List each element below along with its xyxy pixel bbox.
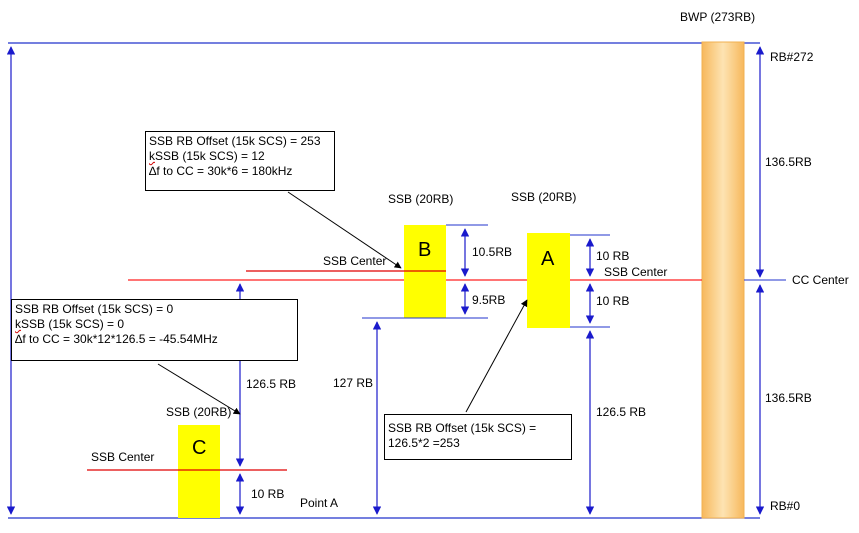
ssb-b-note-line1: SSB RB Offset (15k SCS) = 253 (149, 134, 321, 148)
ssb-block-c-letter: C (192, 437, 206, 459)
ssb-b-title: SSB (20RB) (388, 192, 453, 206)
ssb-b-above-label: 10.5RB (472, 245, 512, 259)
ssb-a-note-pointer (465, 299, 528, 413)
ssb-block-a (527, 233, 570, 328)
ssb-c-note-pointer (157, 363, 241, 415)
cc-center-label: CC Center (792, 273, 849, 287)
ssb-b-note-line3: ∆f to CC = 30k*6 = 180kHz (149, 164, 293, 178)
ssb-c-note-line2-rest: (15k SCS) = 0 (45, 317, 125, 331)
ssb-a-title: SSB (20RB) (511, 190, 576, 204)
ssb-c-note-line2: kSSB (15k SCS) = 0 (15, 317, 294, 332)
ssb-b-note-line2-rest: (15k SCS) = 12 (179, 149, 265, 163)
bwp-column (701, 41, 745, 519)
ssb-b-note-k: k (149, 149, 155, 163)
ssb-a-note-line1: SSB RB Offset (15k SCS) = (388, 421, 537, 435)
ssb-b-note-box: SSB RB Offset (15k SCS) = 253 kSSB (15k … (145, 131, 335, 191)
ssb-block-c (178, 425, 220, 518)
point-a-label: Point A (300, 496, 338, 510)
ssb-b-note-pointer (287, 191, 402, 269)
ssb-block-a-letter: A (541, 248, 555, 270)
bwp-bottom-rb-label: RB#0 (770, 499, 800, 513)
ssb-b-note-ssb: SSB (155, 149, 180, 163)
ssb-c-title: SSB (20RB) (166, 405, 231, 419)
ssb-b-to-point-a-label: 127 RB (333, 376, 373, 390)
ssb-c-above-label: 126.5 RB (246, 377, 296, 391)
ssb-a-center-label: SSB Center (604, 265, 667, 279)
ssb-c-note-ssb: SSB (21, 317, 46, 331)
ssb-c-note-box: SSB RB Offset (15k SCS) = 0 kSSB (15k SC… (11, 299, 298, 361)
ssb-a-below-label: 10 RB (596, 294, 629, 308)
ssb-c-note-line1: SSB RB Offset (15k SCS) = 0 (15, 302, 174, 316)
bwp-lower-half-label: 136.5RB (765, 391, 812, 405)
bwp-upper-half-label: 136.5RB (765, 155, 812, 169)
ssb-b-center-label: SSB Center (323, 254, 386, 268)
ssb-a-above-label: 10 RB (596, 249, 629, 263)
bwp-top-rb-label: RB#272 (770, 50, 814, 64)
ssb-c-center-label: SSB Center (91, 450, 154, 464)
ssb-c-note-line3: ∆f to CC = 30k*12*126.5 = -45.54MHz (15, 332, 218, 346)
bwp-label: BWP (273RB) (680, 10, 755, 24)
ssb-b-below-label: 9.5RB (472, 293, 505, 307)
ssb-a-to-point-a-label: 126.5 RB (596, 405, 646, 419)
ssb-a-note-box: SSB RB Offset (15k SCS) = 126.5*2 =253 (384, 414, 572, 460)
ssb-b-note-line2: kSSB (15k SCS) = 12 (149, 149, 331, 164)
ssb-a-note-line2: 126.5*2 =253 (388, 436, 460, 450)
ssb-c-note-k: k (15, 317, 21, 331)
ssb-c-below-label: 10 RB (251, 487, 284, 501)
ssb-block-b-letter: B (418, 239, 431, 261)
